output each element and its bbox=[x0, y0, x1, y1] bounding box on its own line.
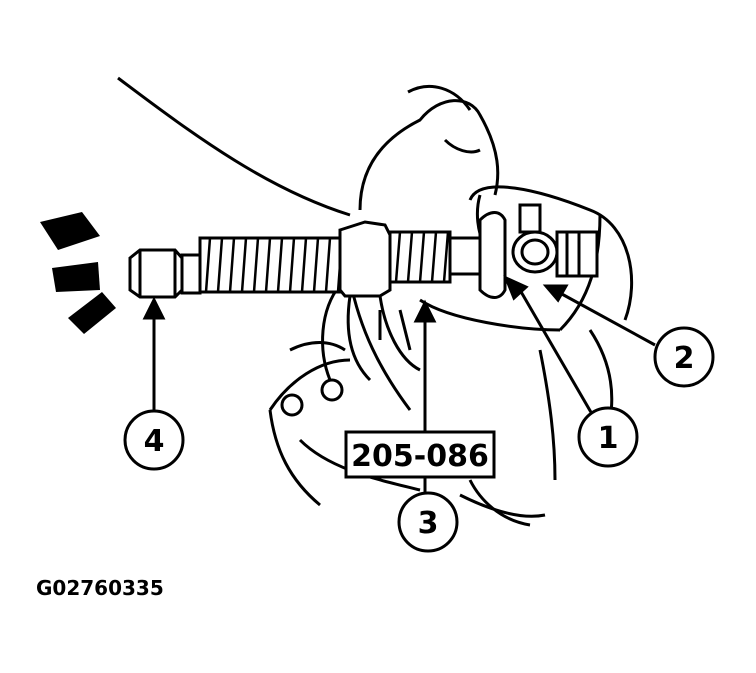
callout-1-number: 1 bbox=[598, 421, 619, 456]
callout-4-number: 4 bbox=[144, 424, 165, 459]
arm-illustration bbox=[117, 76, 500, 217]
tool-number-label: 205-086 bbox=[344, 430, 496, 479]
callout-2: 2 bbox=[653, 326, 715, 388]
thread-lines bbox=[204, 237, 344, 293]
callout-3: 3 bbox=[397, 491, 459, 553]
leader-lines bbox=[142, 275, 656, 498]
callout-2-number: 2 bbox=[674, 341, 695, 376]
figure-id: G02760335 bbox=[36, 576, 164, 600]
callout-1: 1 bbox=[577, 406, 639, 468]
tool-number-text: 205-086 bbox=[351, 439, 489, 474]
callout-3-number: 3 bbox=[418, 506, 439, 541]
rotation-motion-marks bbox=[40, 212, 116, 334]
callout-4: 4 bbox=[123, 409, 185, 471]
puller-tool bbox=[128, 203, 599, 382]
